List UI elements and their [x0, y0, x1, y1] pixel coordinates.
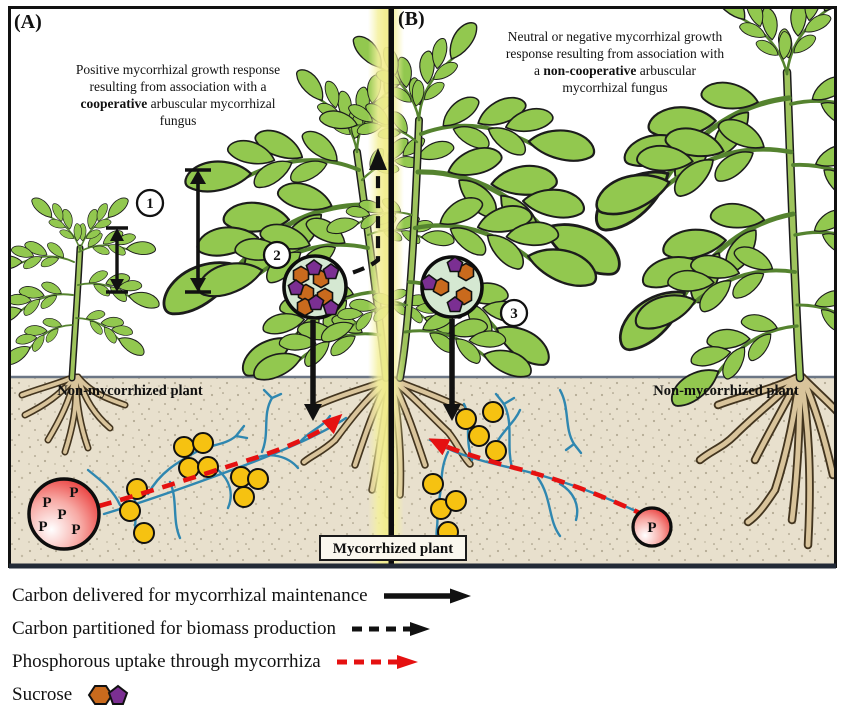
- sucrose-inset-cooperative: [282, 254, 348, 320]
- panel-b-label: (B): [398, 8, 425, 30]
- phosphorus-uptake-arrow-a: [98, 413, 343, 509]
- marker-3: 3: [499, 298, 529, 328]
- solid-black-arrow-icon: [383, 588, 471, 603]
- dashed-red-arrow-icon: [336, 654, 418, 669]
- growth-dimension-arrow-small: [106, 226, 128, 294]
- soil-label-mycorrhized-box: Mycorrhized plant: [319, 535, 467, 561]
- dashed-black-arrow-icon: [352, 621, 430, 636]
- desc-line: response resulting from association with: [505, 46, 725, 61]
- sucrose-molecules-icon: [87, 684, 129, 705]
- carbon-maintenance-arrow-b: [443, 319, 461, 421]
- desc-line: cooperative arbuscular mycorrhizal: [80, 96, 276, 111]
- marker-2: 2: [262, 240, 292, 270]
- legend-item-carbon-biomass: Carbon partitioned for biomass productio…: [12, 612, 572, 645]
- legend-label: Carbon delivered for mycorrhizal mainten…: [12, 584, 368, 606]
- legend-item-phosphorus-uptake: Phosphorous uptake through mycorrhiza: [12, 645, 572, 678]
- legend-label: Carbon partitioned for biomass productio…: [12, 617, 336, 639]
- desc-line: mycorrhizal fungus: [562, 80, 668, 95]
- sucrose-inset-noncooperative: [420, 255, 484, 319]
- svg-text:P: P: [38, 519, 47, 535]
- svg-text:P: P: [71, 522, 80, 538]
- carbon-maintenance-arrow-a: [304, 320, 322, 421]
- soil-label-nonmyc-a: Non-mycorrhized plant: [57, 383, 203, 399]
- phosphorus-uptake-arrow-b: [428, 438, 647, 519]
- phosphorus-pool-small: P: [631, 506, 673, 548]
- panel-a-label: (A): [14, 11, 42, 33]
- svg-text:1: 1: [146, 196, 154, 212]
- desc-line: Positive mycorrhizal growth response: [75, 62, 281, 77]
- desc-line: fungus: [159, 113, 197, 128]
- marker-1: 1: [135, 188, 165, 218]
- legend-label: Phosphorous uptake through mycorrhiza: [12, 650, 321, 672]
- divider-line: [388, 9, 394, 565]
- legend-label: Sucrose: [12, 683, 73, 705]
- plant-a-nonmycorrhized: [0, 183, 164, 382]
- divider-glow: [368, 9, 404, 565]
- legend-item-sucrose: Sucrose: [12, 678, 572, 711]
- panel-b-description: Neutral or negative mycorrhizal growth r…: [475, 28, 755, 96]
- panel-a-description: Positive mycorrhizal growth response res…: [53, 61, 303, 129]
- desc-line: resulting from association with a: [89, 79, 267, 94]
- svg-text:Mycorrhized plant: Mycorrhized plant: [333, 541, 453, 557]
- legend: Carbon delivered for mycorrhizal mainten…: [12, 579, 572, 711]
- phosphorus-pool-large: P P P P P: [27, 477, 101, 551]
- svg-text:P: P: [57, 507, 66, 523]
- desc-line: Neutral or negative mycorrhizal growth: [507, 29, 723, 44]
- svg-text:P: P: [69, 485, 78, 501]
- roots-nonmyc-plant-a: [18, 373, 129, 456]
- svg-text:2: 2: [273, 248, 281, 264]
- svg-text:3: 3: [510, 306, 518, 322]
- roots-nonmyc-plant-b: [695, 372, 834, 550]
- legend-item-carbon-maintenance: Carbon delivered for mycorrhizal mainten…: [12, 579, 572, 612]
- growth-dimension-arrow-large: [185, 168, 211, 294]
- soil-label-nonmyc-b: Non-mycorrhized plant: [653, 383, 799, 399]
- svg-text:P: P: [647, 520, 656, 536]
- svg-text:P: P: [42, 495, 51, 511]
- plant-b-nonmycorrhized: [557, 0, 844, 415]
- vesicles-panel-b: [422, 401, 507, 543]
- desc-line: a non-cooperative arbuscular: [534, 63, 696, 78]
